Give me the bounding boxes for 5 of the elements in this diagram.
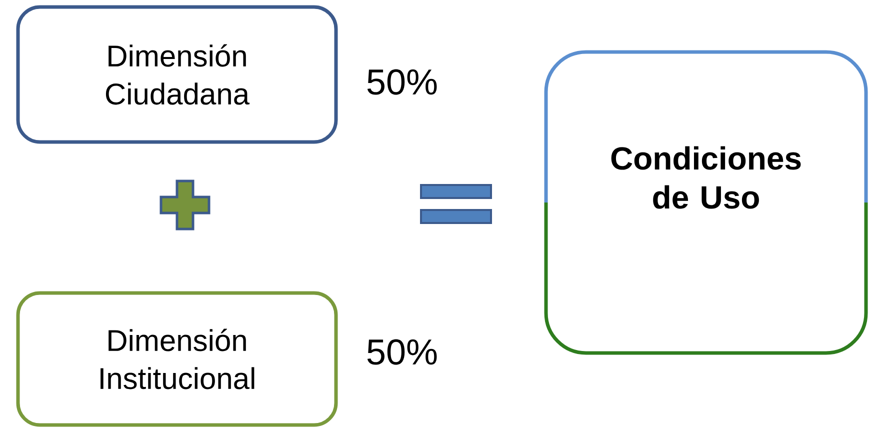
rounded-box: Condiciones de Uso	[544, 50, 868, 355]
percentage-label: 50%	[367, 339, 437, 365]
rounded-box: Dimensión Ciudadana	[16, 5, 338, 144]
rounded-box: Dimensión Institucional	[16, 291, 338, 427]
percentage-label: 50%	[367, 69, 437, 95]
